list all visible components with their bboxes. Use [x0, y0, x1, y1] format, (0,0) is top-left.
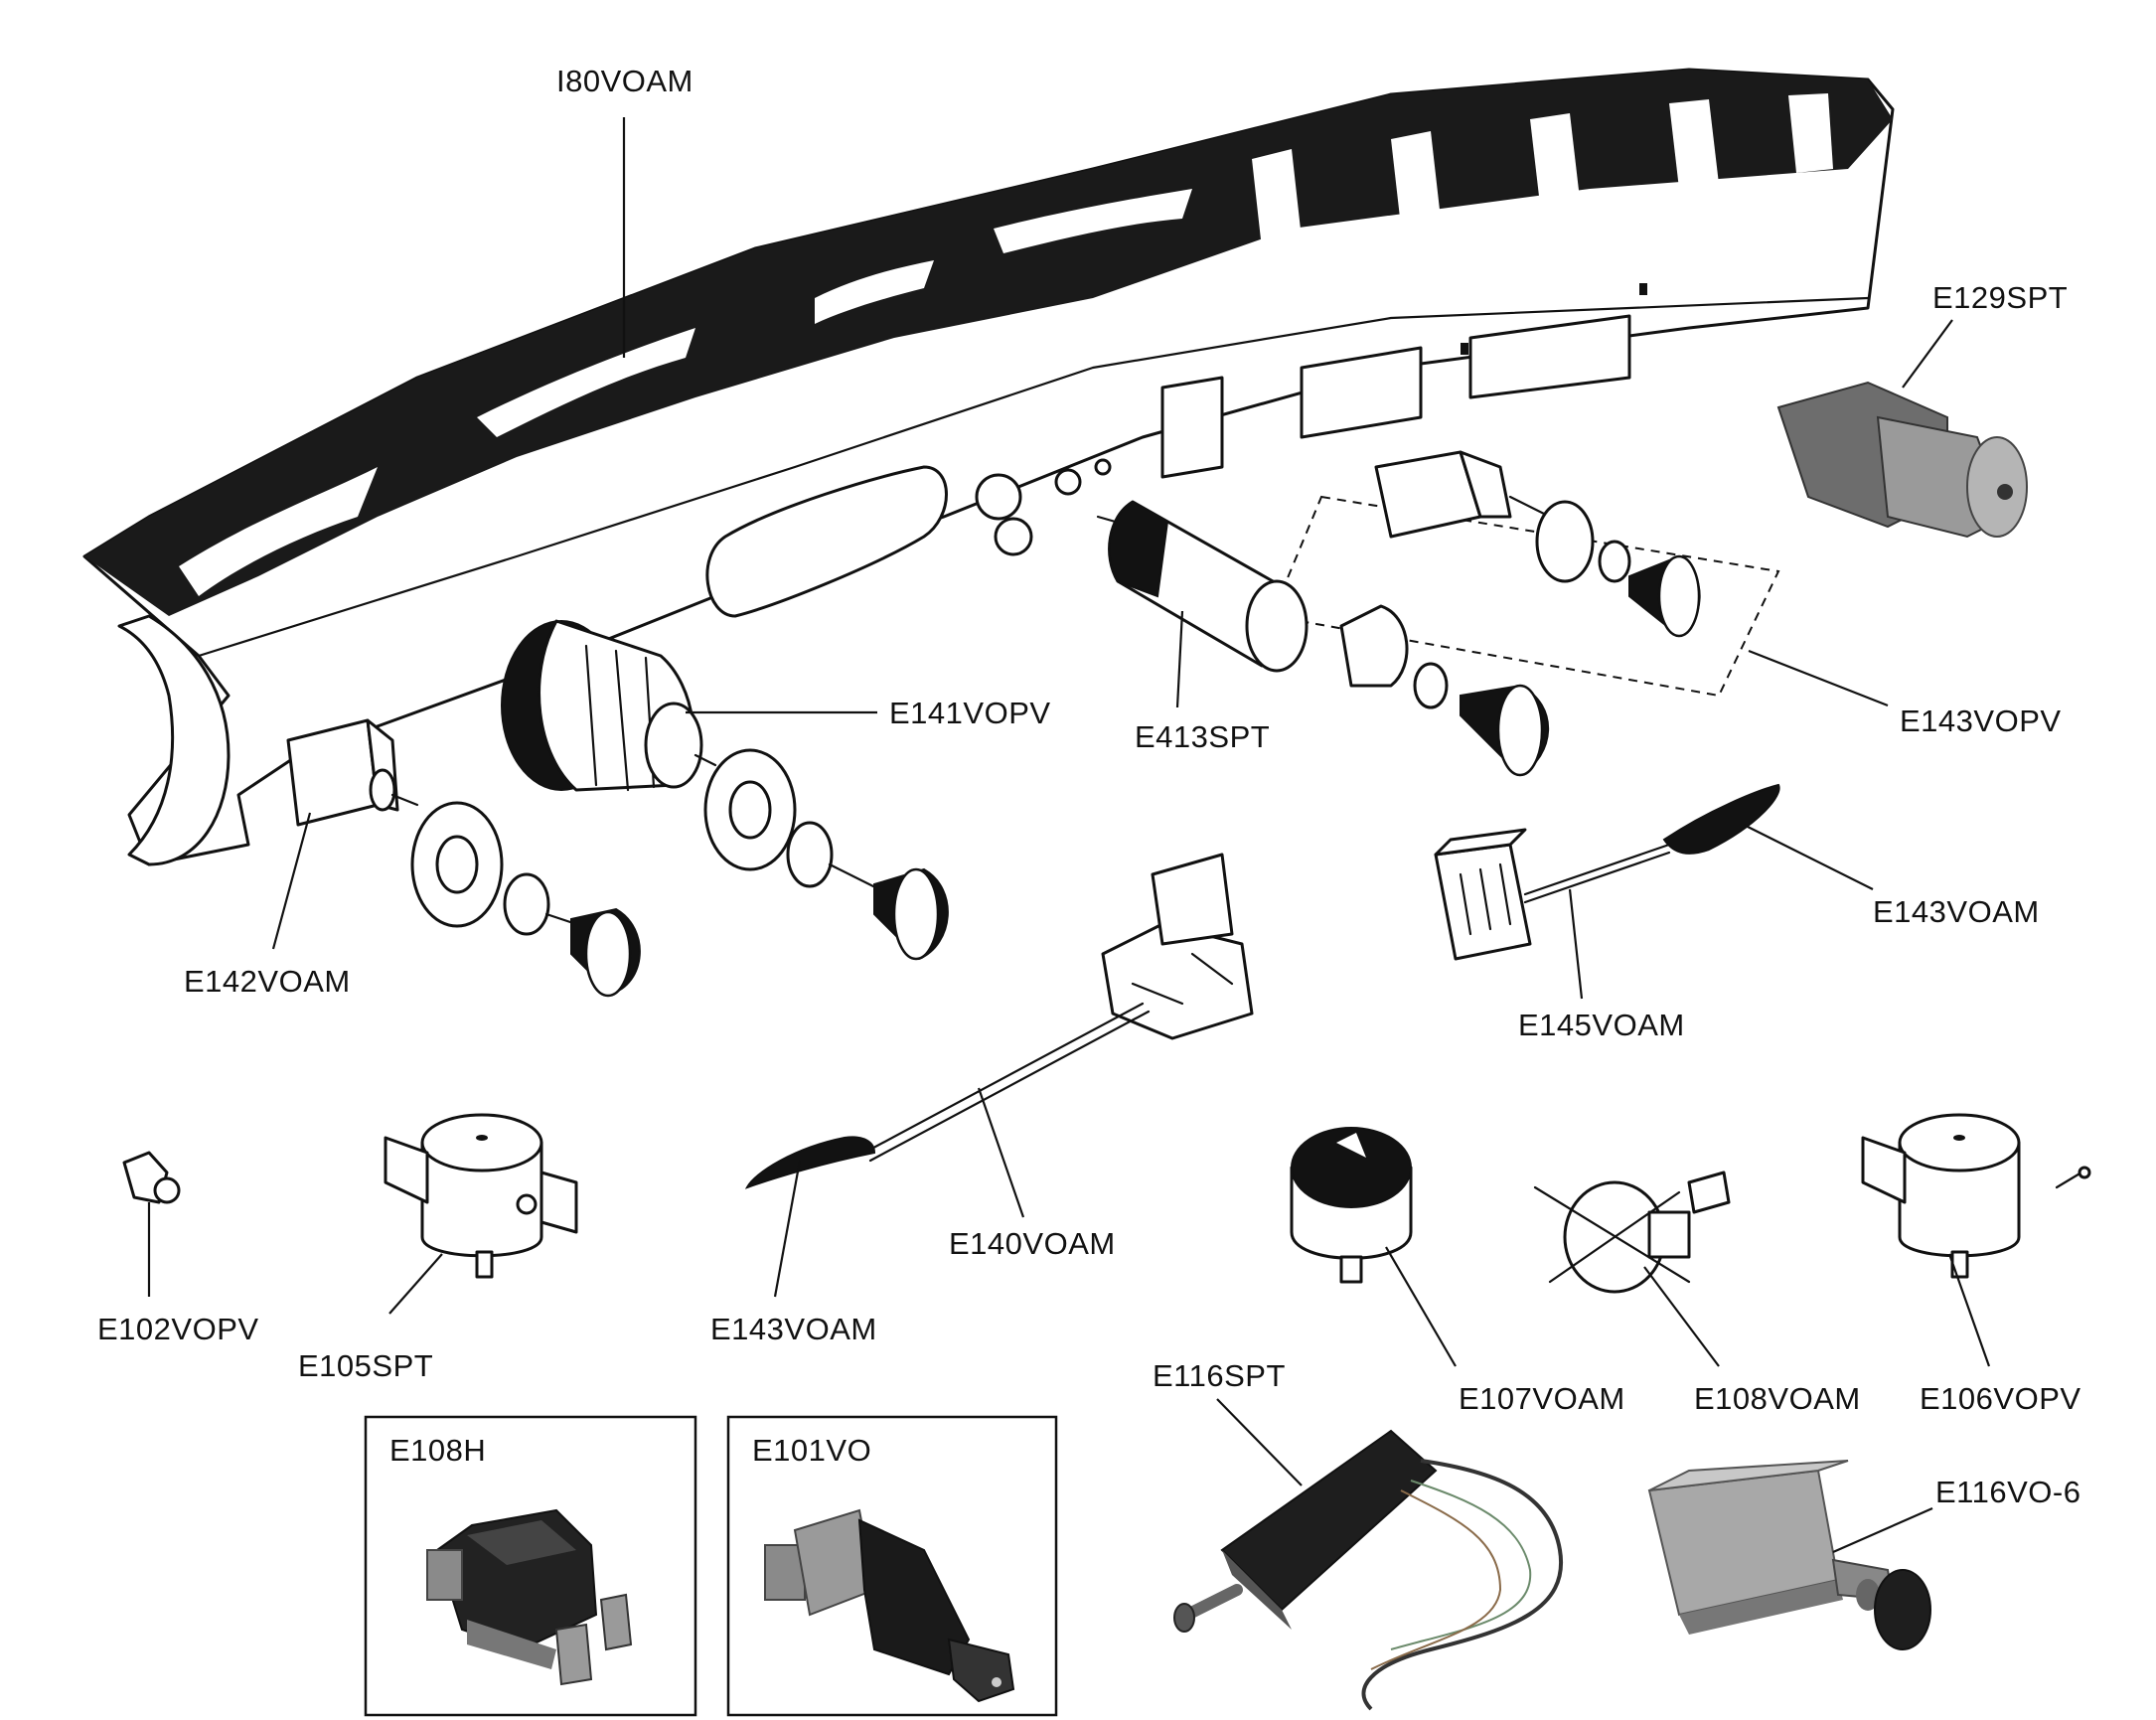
leader-E107VOAM	[1385, 1246, 1457, 1367]
part-E116SPT	[1173, 1429, 1564, 1711]
part-E140VOAM	[862, 853, 1254, 1163]
label-E143VOPV: E143VOPV	[1900, 704, 2062, 738]
label-E107VOAM: E107VOAM	[1459, 1381, 1625, 1416]
label-E101VO: E101VO	[752, 1433, 871, 1468]
label-E108H: E108H	[389, 1433, 486, 1468]
part-E106VOPV	[1861, 1113, 2091, 1279]
leader-E106VOPV	[1947, 1253, 1991, 1367]
leader-E143VOPV	[1748, 649, 1889, 707]
label-E108VOAM: E108VOAM	[1694, 1381, 1861, 1416]
label-E116VO-6: E116VO-6	[1935, 1475, 2080, 1509]
label-E143VOAM-left: E143VOAM	[710, 1312, 877, 1346]
part-E142VOAM	[286, 718, 641, 998]
label-E105SPT: E105SPT	[298, 1348, 433, 1383]
part-E413SPT	[1096, 500, 1550, 777]
label-E116SPT: E116SPT	[1153, 1358, 1286, 1393]
leader-E129SPT	[1902, 319, 1953, 389]
label-I80VOAM: I80VOAM	[556, 64, 693, 98]
label-E102VOPV: E102VOPV	[97, 1312, 259, 1346]
label-E413SPT: E413SPT	[1135, 719, 1270, 754]
label-E145VOAM: E145VOAM	[1518, 1008, 1685, 1042]
leader-E108VOAM	[1643, 1266, 1720, 1367]
leader-E143VOAM-right	[1743, 824, 1874, 890]
part-E108H	[426, 1508, 633, 1686]
leader-E105SPT	[388, 1253, 443, 1315]
part-E141VOPV	[501, 619, 949, 961]
leader-E116VO-6	[1832, 1506, 1933, 1554]
part-E107VOAM	[1290, 1127, 1413, 1284]
leader-E116SPT	[1216, 1398, 1303, 1486]
leader-E142VOAM	[271, 812, 312, 950]
label-E141VOPV: E141VOPV	[889, 696, 1051, 730]
part-E129SPT	[1776, 381, 2028, 539]
box-E108H	[364, 1415, 697, 1717]
leader-E140VOAM	[977, 1087, 1025, 1218]
part-E116VO-6	[1647, 1460, 1931, 1650]
part-E102VOPV	[122, 1151, 181, 1204]
part-E101VO	[764, 1508, 1015, 1703]
label-E143VOAM-right: E143VOAM	[1873, 894, 2040, 929]
part-E143VOAM-right	[1662, 783, 1780, 855]
label-E140VOAM: E140VOAM	[949, 1226, 1116, 1261]
leader-E143VOAM-left	[773, 1160, 802, 1298]
part-E143VOAM-left	[744, 1136, 876, 1189]
label-E129SPT: E129SPT	[1932, 280, 2068, 315]
part-E105SPT	[384, 1113, 578, 1279]
part-E145VOAM	[1434, 828, 1671, 961]
label-E106VOPV: E106VOPV	[1920, 1381, 2081, 1416]
box-E101VO	[726, 1415, 1058, 1717]
leader-E145VOAM	[1568, 888, 1584, 1000]
part-E108VOAM	[1533, 1171, 1731, 1294]
part-E143VOPV	[1270, 450, 1780, 698]
label-E142VOAM: E142VOAM	[184, 964, 351, 999]
leader-E413SPT	[1175, 610, 1184, 708]
